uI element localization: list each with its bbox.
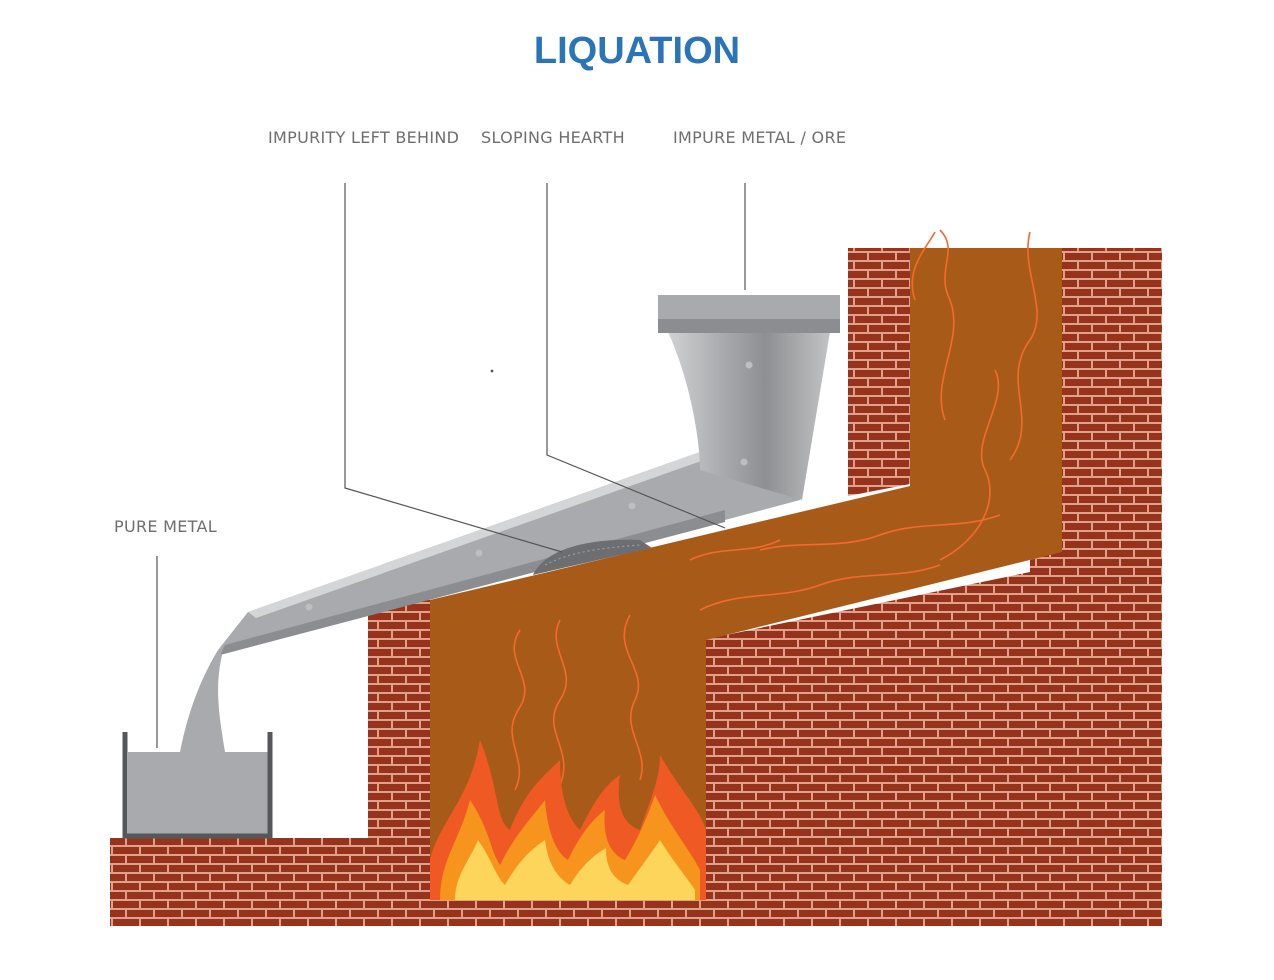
leader-lines bbox=[156, 183, 746, 748]
pure-metal-container bbox=[122, 732, 273, 839]
hearth-rivet bbox=[305, 603, 313, 611]
impurity-residue-speckle bbox=[544, 544, 641, 566]
hearth-top-edge bbox=[248, 452, 704, 618]
container-liquid bbox=[128, 752, 268, 834]
container-walls bbox=[122, 732, 273, 839]
diagram-title: LIQUATION bbox=[533, 30, 741, 72]
hearth-channel bbox=[218, 452, 800, 655]
hot-flue-channel bbox=[430, 248, 1062, 900]
hopper-rivet bbox=[745, 361, 753, 369]
molten-metal-stream bbox=[180, 650, 225, 752]
label-pure-metal: PURE METAL bbox=[114, 517, 217, 536]
brick-floor bbox=[430, 900, 706, 926]
hopper-rivet bbox=[740, 458, 748, 466]
ore-hopper bbox=[658, 295, 840, 500]
hopper-body bbox=[668, 332, 830, 500]
label-impure-metal-ore: IMPURE METAL / ORE bbox=[673, 128, 847, 147]
brick-pillar-left bbox=[368, 600, 432, 926]
furnace-fire bbox=[430, 740, 706, 900]
hopper-rim-bottom bbox=[658, 319, 840, 333]
leader-impurity bbox=[344, 183, 563, 553]
hearth-rivet bbox=[475, 549, 483, 557]
label-sloping-hearth: SLOPING HEARTH bbox=[481, 128, 625, 147]
brick-chimney-left bbox=[848, 248, 910, 496]
leader-hearth bbox=[546, 183, 726, 529]
hopper-rim-top bbox=[658, 295, 840, 319]
impurity-residue bbox=[533, 539, 652, 575]
flame-inner bbox=[455, 840, 695, 900]
brick-furnace bbox=[110, 248, 1162, 926]
stray-dot bbox=[490, 369, 494, 373]
label-impurity-left-behind: IMPURITY LEFT BEHIND bbox=[268, 128, 460, 147]
hearth-rivet bbox=[628, 502, 636, 510]
heat-wisps bbox=[511, 229, 1038, 791]
brick-right-block bbox=[702, 248, 1162, 926]
flame-mid bbox=[440, 795, 700, 900]
